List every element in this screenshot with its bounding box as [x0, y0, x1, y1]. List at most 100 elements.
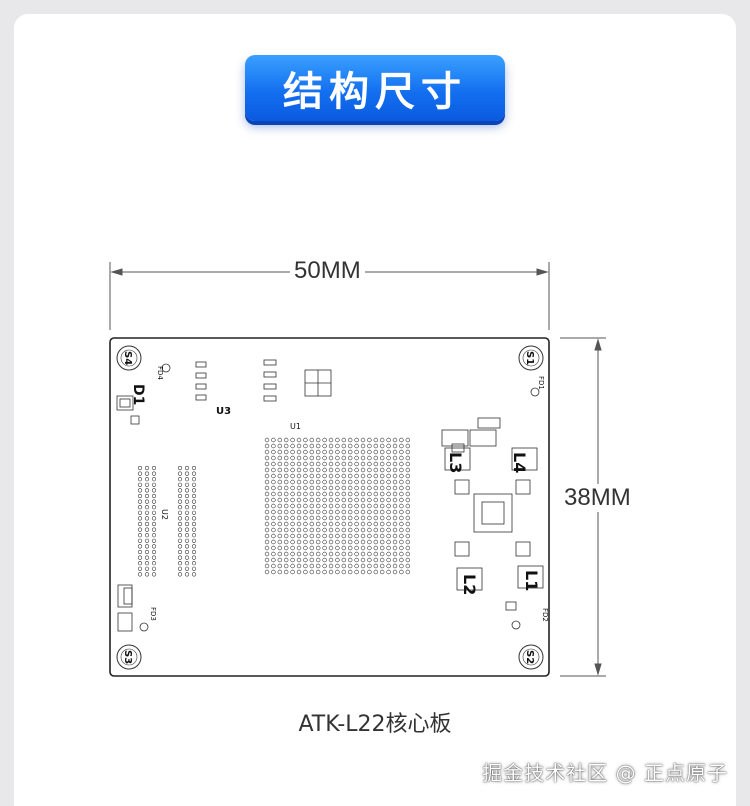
bga-pad: [386, 557, 391, 563]
bga-pad: [303, 521, 308, 527]
bga-pad: [399, 557, 404, 563]
bga-pad: [360, 551, 366, 557]
bga-pad: [354, 467, 359, 473]
bga-pad: [328, 503, 334, 509]
bga-pad: [316, 479, 321, 485]
bga-pad: [341, 485, 346, 491]
pin-pad: [184, 482, 190, 487]
pin-pad: [177, 549, 183, 555]
bga-pad: [264, 473, 270, 479]
bga-pad: [392, 485, 398, 491]
bga-pad: [354, 497, 359, 503]
bga-pad: [405, 563, 410, 569]
bga-pad: [386, 437, 391, 443]
bga-pad: [380, 569, 385, 575]
bga-pad: [367, 563, 372, 569]
label-s3: S3: [122, 650, 133, 664]
bga-pad: [367, 527, 372, 533]
pin-pad: [184, 533, 190, 538]
bga-pad: [303, 449, 308, 455]
pin-pad: [137, 521, 143, 527]
pin-pad: [184, 499, 190, 504]
bga-pad: [392, 515, 398, 521]
bga-pad: [360, 539, 366, 545]
pin-pad: [177, 488, 183, 493]
bga-pad: [316, 491, 321, 497]
bga-pad: [316, 449, 321, 455]
bga-pad: [354, 443, 359, 449]
bga-pad: [354, 533, 359, 539]
pin-pad: [184, 488, 190, 493]
pin-pad: [177, 544, 183, 549]
bga-pad: [309, 437, 314, 443]
bga-pad: [341, 563, 346, 569]
bga-pad: [296, 539, 302, 545]
pin-pad: [184, 544, 190, 549]
bga-pad: [386, 539, 391, 545]
bga-pad: [405, 545, 410, 551]
bga-pad: [335, 533, 340, 539]
bga-pad: [264, 461, 270, 467]
bga-pad: [290, 551, 295, 557]
bga-pad: [322, 569, 327, 575]
bga-pad: [341, 461, 346, 467]
bga-pad: [277, 479, 282, 485]
bga-pad: [360, 491, 366, 497]
bga-pad: [392, 533, 398, 539]
pin-pad: [144, 493, 150, 499]
bga-pad: [354, 491, 359, 497]
bga-pad: [354, 503, 359, 509]
bga-pad: [290, 449, 295, 455]
bga-pad: [277, 491, 282, 497]
bga-pad: [405, 497, 410, 503]
bga-pad: [360, 545, 366, 551]
pin-pad: [191, 471, 197, 476]
pin-pad: [191, 465, 197, 471]
bga-pad: [328, 533, 334, 539]
bga-pad: [271, 539, 276, 545]
bga-pad: [284, 497, 289, 503]
bga-pad: [277, 461, 282, 467]
bga-pad: [271, 527, 276, 533]
bga-pad: [296, 437, 302, 443]
bga-pad: [290, 443, 295, 449]
bga-pad: [373, 563, 378, 569]
bga-pad: [373, 545, 378, 551]
bga-pad: [290, 485, 295, 491]
bga-pad: [284, 563, 289, 569]
bga-pad: [405, 569, 410, 575]
bga-pad: [354, 569, 359, 575]
pin-pad: [151, 566, 157, 571]
bga-pad: [303, 497, 308, 503]
bga-pad: [380, 485, 385, 491]
bga-pad: [277, 449, 282, 455]
pin-pad: [177, 572, 183, 577]
bga-pad: [309, 533, 314, 539]
pin-pad: [151, 471, 157, 476]
bga-pad: [405, 533, 410, 539]
bga-pad: [360, 437, 366, 443]
bga-pad: [399, 503, 404, 509]
bga-pad: [360, 443, 366, 449]
bga-pad: [284, 515, 289, 521]
power-section: [441, 417, 544, 611]
bga-pad: [264, 551, 270, 557]
bga-pad: [405, 455, 410, 461]
bga-pad: [296, 491, 302, 497]
bga-pad: [348, 563, 353, 569]
bga-pad: [277, 503, 282, 509]
bga-pad: [296, 527, 302, 533]
bga-pad: [322, 533, 327, 539]
bga-pad: [341, 551, 346, 557]
bga-pad: [380, 521, 385, 527]
pin-pad: [137, 549, 143, 555]
pin-pad: [137, 477, 143, 482]
label-l2: L2: [460, 574, 479, 595]
pin-pad: [151, 561, 157, 566]
bga-pad: [284, 551, 289, 557]
bga-pad: [328, 491, 334, 497]
bga-pad: [277, 539, 282, 545]
pin-pad: [151, 510, 157, 515]
pin-pad: [191, 516, 197, 521]
bga-pad: [303, 533, 308, 539]
